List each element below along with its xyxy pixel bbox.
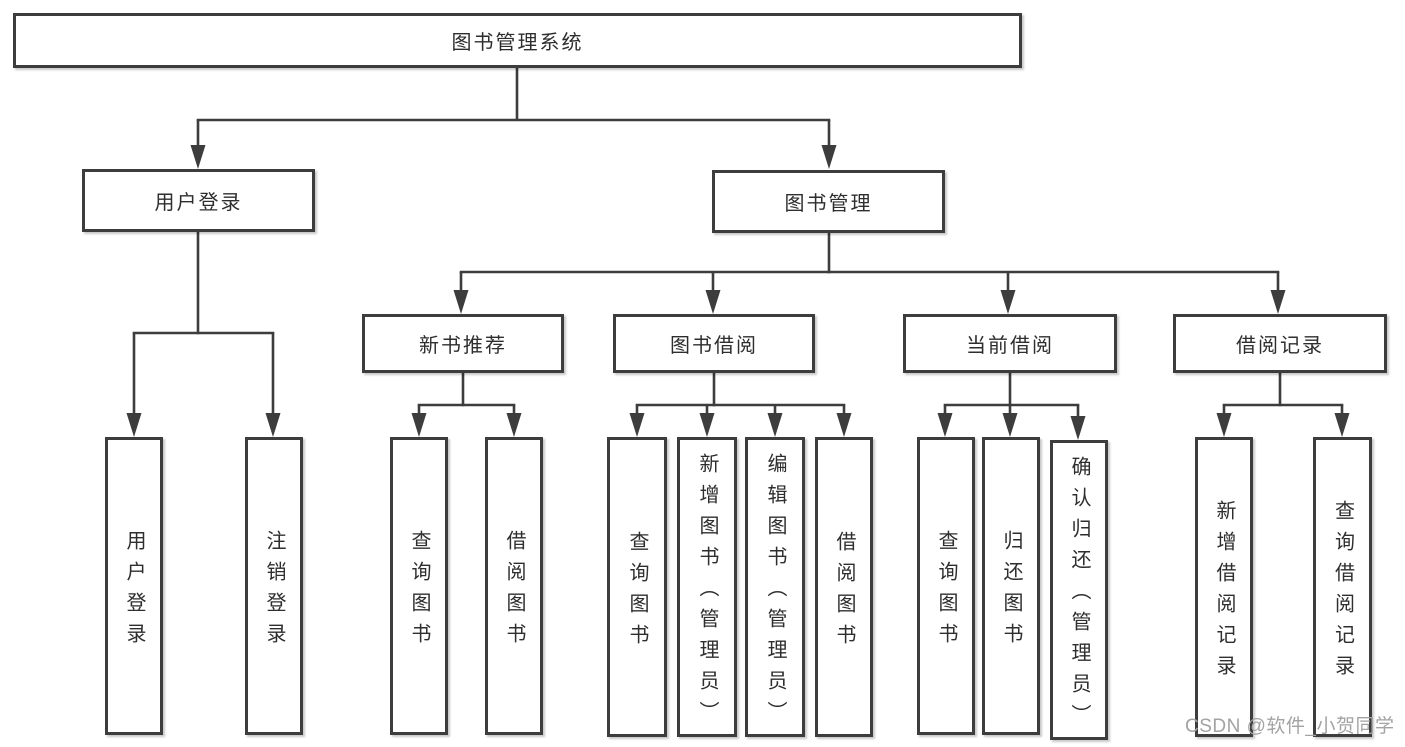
node-user-login: 用户登录 (82, 169, 315, 232)
node-book-management: 图书管理 (712, 170, 945, 233)
node-book-borrowing: 图书借阅 (613, 314, 815, 373)
leaf-borrow-books: 借阅图书 (815, 437, 873, 737)
node-label: 新书推荐 (419, 335, 507, 357)
node-label: 新增图书（管理员） (696, 453, 718, 732)
leaf-user-login: 用户登录 (105, 437, 163, 735)
node-label: 注销登录 (263, 529, 285, 654)
leaf-confirm-return-admin: 确认归还（管理员） (1050, 440, 1108, 740)
node-label: 当前借阅 (966, 335, 1054, 357)
node-label: 借阅记录 (1236, 335, 1324, 357)
leaf-logout: 注销登录 (245, 437, 303, 735)
node-label: 图书借阅 (670, 335, 758, 357)
node-label: 查询图书 (935, 529, 957, 654)
csdn-watermark: CSDN @软件_小贺同学 (1185, 716, 1395, 737)
node-label: 用户登录 (123, 529, 145, 654)
leaf-borrow-books-recommend: 借阅图书 (485, 437, 543, 735)
node-label: 用户登录 (154, 192, 243, 214)
node-label: 归还图书 (1000, 529, 1022, 654)
leaf-query-books-borrow: 查询图书 (607, 437, 667, 737)
node-label: 新增借阅记录 (1213, 499, 1235, 686)
leaf-add-books-admin: 新增图书（管理员） (677, 437, 737, 737)
node-label: 编辑图书（管理员） (764, 453, 786, 732)
node-library-management-system: 图书管理系统 (13, 13, 1022, 68)
node-new-book-recommendation: 新书推荐 (362, 314, 564, 373)
node-label: 确认归还（管理员） (1068, 456, 1090, 735)
leaf-edit-books-admin: 编辑图书（管理员） (745, 437, 805, 737)
node-borrowing-records: 借阅记录 (1173, 314, 1387, 373)
leaf-query-books-current: 查询图书 (917, 437, 975, 735)
node-current-borrowing: 当前借阅 (903, 314, 1117, 373)
arrowhead-icons (126, 145, 1350, 440)
node-label: 图书管理 (784, 193, 873, 215)
node-label: 借阅图书 (503, 529, 525, 654)
leaf-add-borrow-record: 新增借阅记录 (1195, 437, 1253, 737)
node-label: 查询借阅记录 (1331, 499, 1354, 686)
leaf-query-borrow-record: 查询借阅记录 (1313, 437, 1372, 737)
leaf-return-books: 归还图书 (982, 437, 1040, 735)
leaf-query-books-recommend: 查询图书 (390, 437, 448, 735)
node-label: 图书管理系统 (451, 32, 584, 54)
node-label: 借阅图书 (833, 530, 855, 655)
node-label: 查询图书 (408, 529, 430, 654)
node-label: 查询图书 (626, 530, 648, 655)
